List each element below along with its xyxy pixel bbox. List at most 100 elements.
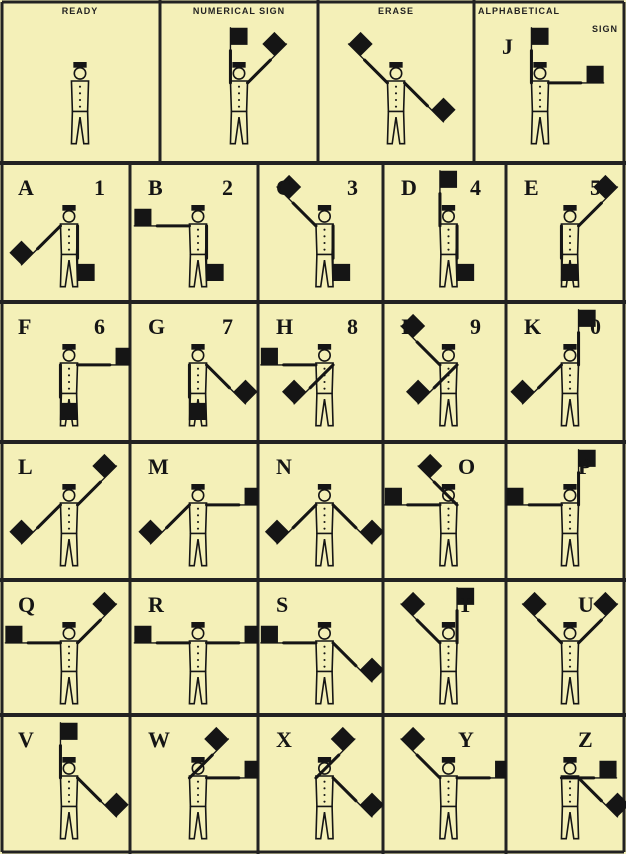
button-dot — [569, 374, 571, 376]
flag-shape — [495, 761, 506, 778]
signal-cell-x: X — [258, 715, 383, 854]
signal-letter: X — [276, 729, 292, 751]
signal-number: 1 — [94, 177, 105, 199]
cap-shape — [191, 622, 204, 628]
left-arm-shape — [365, 60, 388, 83]
legs-shape — [440, 671, 457, 703]
signalman-figure — [71, 62, 88, 144]
signal-letter: Z — [578, 729, 593, 751]
button-dot — [197, 794, 199, 796]
button-dot — [569, 646, 571, 648]
legs-shape — [230, 111, 247, 143]
flag-shape — [233, 380, 257, 404]
signalman-figure — [138, 484, 258, 566]
button-dot — [323, 528, 325, 530]
signal-figure — [506, 442, 626, 580]
signal-cell-r: R — [130, 580, 258, 715]
button-dot — [79, 99, 81, 101]
legs-shape — [440, 533, 457, 565]
cap-shape — [62, 622, 75, 628]
left-arm-shape — [167, 505, 190, 528]
signal-letter: D — [401, 177, 417, 199]
head-shape — [564, 211, 575, 222]
flag-shape — [245, 761, 258, 778]
button-dot — [569, 787, 571, 789]
right-arm-shape — [333, 778, 356, 801]
signal-letter: O — [458, 456, 475, 478]
button-dot — [323, 242, 325, 244]
button-dot — [447, 229, 449, 231]
button-dot — [68, 781, 70, 783]
button-dot — [447, 794, 449, 796]
signal-letter: G — [148, 316, 165, 338]
legs-shape — [316, 393, 333, 425]
button-dot — [197, 368, 199, 370]
button-dot — [539, 86, 541, 88]
flag-shape — [207, 264, 224, 281]
button-dot — [68, 249, 70, 251]
legs-shape — [561, 806, 578, 838]
flag-shape — [510, 380, 534, 404]
signal-letter: S — [276, 594, 288, 616]
button-dot — [68, 388, 70, 390]
button-dot — [197, 229, 199, 231]
cap-shape — [191, 484, 204, 490]
head-shape — [443, 211, 454, 222]
signal-cell-t: T — [383, 580, 506, 715]
button-dot — [569, 388, 571, 390]
button-dot — [323, 787, 325, 789]
cap-shape — [62, 757, 75, 763]
legs-shape — [531, 111, 548, 143]
signal-figure — [474, 0, 626, 163]
button-dot — [323, 249, 325, 251]
button-dot — [238, 99, 240, 101]
button-dot — [447, 666, 449, 668]
flag-shape — [134, 209, 151, 226]
flag-shape — [282, 380, 306, 404]
flag-shape — [104, 793, 128, 817]
signal-letter: M — [148, 456, 169, 478]
cap-shape — [62, 484, 75, 490]
head-shape — [233, 68, 244, 79]
flag-shape — [401, 727, 425, 751]
left-arm-shape — [38, 505, 61, 528]
button-dot — [68, 235, 70, 237]
signal-cell-e: E5 — [506, 163, 626, 302]
button-dot — [197, 659, 199, 661]
left-arm-shape — [38, 226, 61, 249]
legs-shape — [440, 254, 457, 286]
signalman-figure — [60, 344, 130, 426]
flag-shape — [116, 348, 130, 365]
cap-shape — [62, 344, 75, 350]
head-shape — [74, 68, 85, 79]
signalman-figure — [134, 205, 223, 287]
signal-cell-o: O — [383, 442, 506, 580]
legs-shape — [316, 254, 333, 286]
button-dot — [569, 514, 571, 516]
button-dot — [68, 666, 70, 668]
legs-shape — [440, 806, 457, 838]
head-shape — [534, 68, 545, 79]
right-arm-shape — [333, 643, 356, 666]
flag-shape — [406, 380, 430, 404]
signal-cell-b: B2 — [130, 163, 258, 302]
cap-shape — [563, 757, 576, 763]
head-shape — [443, 350, 454, 361]
signalman-figure — [261, 622, 383, 704]
cap-shape — [563, 205, 576, 211]
signal-letter: H — [276, 316, 293, 338]
button-dot — [447, 659, 449, 661]
signal-cell-u: U — [506, 580, 626, 715]
flag-shape — [605, 793, 626, 817]
head-shape — [63, 763, 74, 774]
signal-cell-c: C3 — [258, 163, 383, 302]
button-dot — [447, 514, 449, 516]
head-shape — [564, 490, 575, 501]
button-dot — [68, 229, 70, 231]
signalman-figure — [265, 484, 383, 566]
signalman-figure — [348, 32, 455, 144]
cap-shape — [563, 344, 576, 350]
signalman-figure — [134, 622, 258, 704]
flag-shape — [78, 264, 95, 281]
button-dot — [447, 368, 449, 370]
